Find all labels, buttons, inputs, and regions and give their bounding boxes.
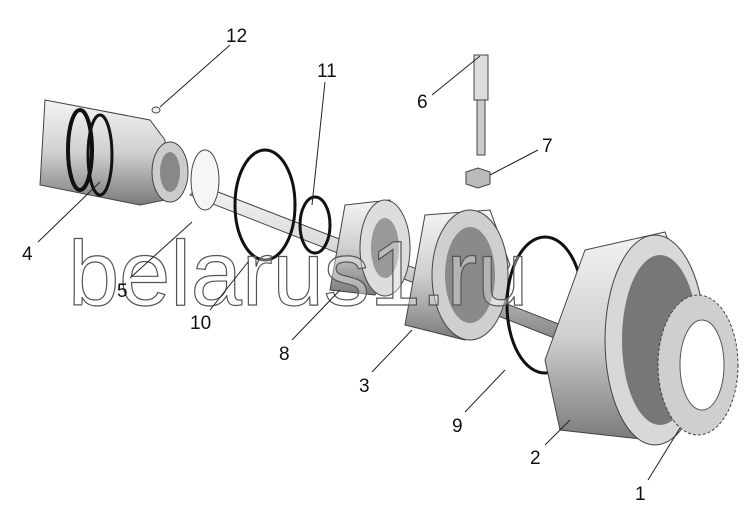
callout-12: 12	[226, 26, 247, 47]
callout-11: 11	[317, 61, 337, 82]
part-8-bearing	[329, 199, 411, 297]
leader-lines	[37, 44, 681, 481]
part-11-ring	[298, 195, 332, 255]
callout-7: 7	[542, 136, 553, 157]
part-4-housing	[39, 99, 189, 206]
callout-5: 5	[117, 281, 128, 302]
callout-6: 6	[417, 92, 428, 113]
part-7-nut	[465, 167, 491, 189]
callout-8: 8	[279, 344, 290, 365]
callout-9: 9	[452, 416, 463, 437]
callout-2: 2	[530, 448, 541, 469]
callout-3: 3	[359, 376, 370, 397]
callout-10: 10	[190, 313, 211, 334]
callout-1: 1	[635, 484, 646, 505]
callout-4: 4	[22, 244, 33, 265]
part-5-washer	[190, 149, 220, 211]
part-1-gear	[657, 294, 739, 436]
part-12-pin	[151, 106, 161, 114]
part-10-ring	[233, 148, 297, 262]
watermark: belarus1.ru	[68, 223, 528, 325]
part-6-bolt	[473, 54, 489, 156]
part-3-sleeve	[404, 209, 511, 341]
